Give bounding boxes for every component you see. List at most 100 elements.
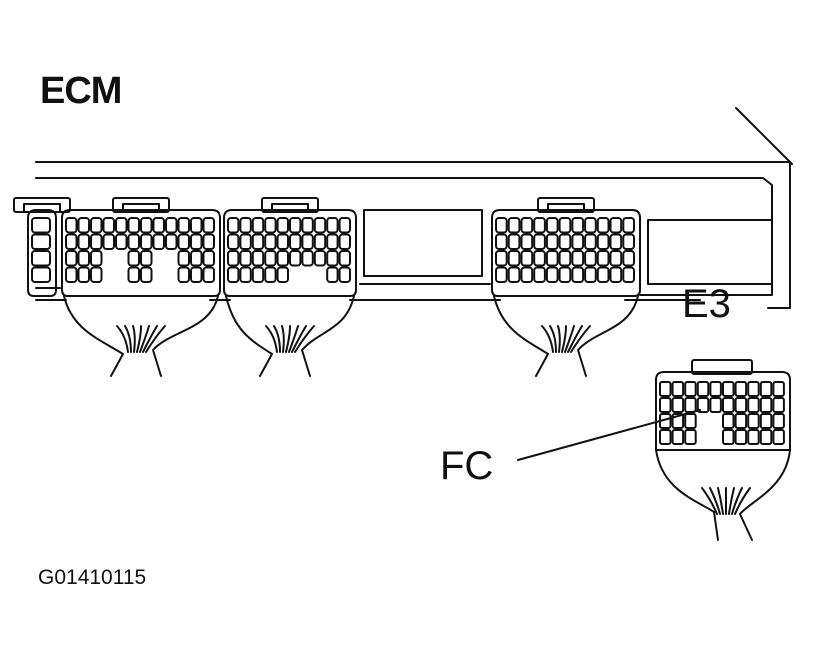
- connector-pin: [734, 429, 748, 445]
- connector-pin: [140, 233, 153, 250]
- connector-pin: [684, 381, 697, 397]
- connector-pin: [190, 250, 203, 267]
- connector-pin: [102, 217, 115, 234]
- connector-pin: [301, 250, 314, 267]
- wire-harness: [225, 295, 273, 377]
- connector-pin: [289, 233, 302, 250]
- connector-pin: [338, 266, 352, 283]
- connector-pin: [747, 413, 760, 429]
- connector-latch: [691, 359, 753, 375]
- connector-pin: [533, 266, 546, 283]
- connector-pin: [90, 266, 103, 283]
- connector-pin: [584, 266, 597, 283]
- connector-pin: [571, 250, 585, 267]
- connector-pin: [326, 217, 339, 234]
- connector-pin: [495, 250, 508, 267]
- wire-harness: [63, 295, 124, 377]
- wire-strand: [294, 325, 315, 353]
- connector-pin: [558, 266, 572, 283]
- connector-pin: [276, 217, 290, 234]
- connector-pin: [227, 217, 240, 234]
- connector-pin: [596, 233, 610, 250]
- connector-pin: [190, 266, 203, 283]
- connector-pin: [127, 217, 140, 234]
- connector-pin: [545, 250, 559, 267]
- connector-pin: [722, 429, 735, 445]
- connector-pin: [264, 217, 277, 234]
- connector-pin: [507, 217, 521, 234]
- connector-pin: [759, 413, 773, 429]
- connector-body: [491, 209, 641, 297]
- connector-pin: [77, 250, 90, 267]
- connector-pin: [102, 233, 115, 250]
- connector-pin: [202, 266, 215, 283]
- connector-pin: [696, 397, 710, 413]
- connector-pin: [734, 397, 748, 413]
- wire-strand: [291, 325, 307, 353]
- leader-line: [517, 409, 701, 461]
- connector-pin: [533, 233, 546, 250]
- connector-pin: [152, 217, 165, 234]
- connector-pin: [584, 233, 597, 250]
- connector-pin: [140, 217, 153, 234]
- connector-pin: [759, 381, 773, 397]
- connector-latch: [547, 203, 585, 213]
- connector-pin: [747, 429, 760, 445]
- ecm-slot: [647, 219, 773, 285]
- wire-strand: [132, 325, 136, 353]
- connector-pin: [622, 217, 635, 234]
- wire-strand: [734, 487, 751, 515]
- connector-pin: [507, 250, 521, 267]
- connector-pin: [558, 217, 572, 234]
- wire-strand: [564, 325, 575, 353]
- connector-pin: [77, 266, 90, 283]
- connector-pin: [520, 233, 534, 250]
- connector-pin: [596, 250, 610, 267]
- connector-pin: [507, 233, 521, 250]
- connector-pin: [684, 429, 697, 445]
- connector-pin: [140, 250, 153, 267]
- connector-pin: [65, 217, 78, 234]
- ecm-slot: [363, 209, 483, 277]
- wire-strand: [265, 325, 278, 353]
- connector-pin: [709, 381, 722, 397]
- connector-latch: [271, 203, 309, 213]
- connector-pin: [558, 250, 572, 267]
- connector-pin: [301, 233, 314, 250]
- connector-pin: [596, 217, 610, 234]
- wire-strand: [145, 325, 166, 353]
- connector-pin: [177, 217, 190, 234]
- connector-pin: [31, 266, 51, 283]
- wire-strand: [549, 325, 557, 353]
- wire-harness: [577, 295, 639, 377]
- connector-pin: [659, 429, 672, 445]
- connector-pin: [313, 217, 327, 234]
- wire-strand: [285, 325, 291, 353]
- connector-pin: [507, 266, 521, 283]
- connector-pin: [251, 266, 265, 283]
- connector-pin: [571, 217, 585, 234]
- connector-pin: [609, 266, 623, 283]
- connector-pin: [495, 266, 508, 283]
- wire-strand: [116, 325, 129, 353]
- connector-pin: [115, 233, 128, 250]
- connector-pin: [326, 266, 339, 283]
- connector-pin: [31, 233, 51, 250]
- connector-pin: [659, 397, 672, 413]
- connector-pin: [722, 381, 735, 397]
- connector-pin: [264, 233, 277, 250]
- wire-strand: [281, 325, 285, 353]
- connector-pin: [326, 233, 339, 250]
- connector-pin: [289, 217, 302, 234]
- wire-strand: [567, 325, 583, 353]
- connector-pin: [239, 233, 252, 250]
- ecm-connector: [13, 197, 71, 297]
- connector-pin: [127, 266, 140, 283]
- connector-pin: [202, 217, 215, 234]
- wire-harness: [301, 295, 355, 377]
- connector-pin: [772, 413, 785, 429]
- connector-pin: [671, 413, 685, 429]
- module-label: ECM: [40, 70, 122, 112]
- connector-pin: [609, 233, 623, 250]
- ecm-connector: [61, 197, 221, 377]
